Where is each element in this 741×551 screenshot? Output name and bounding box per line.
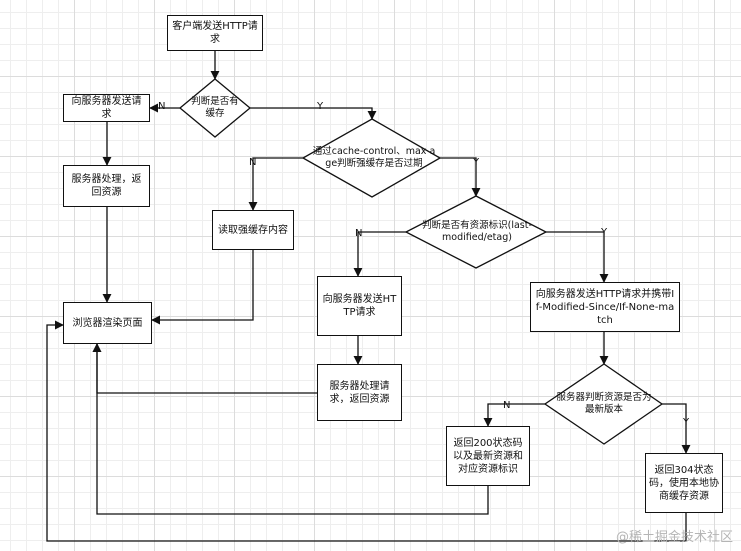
label-identifier-no: N <box>355 228 363 239</box>
edge-identifier-yes <box>546 231 609 283</box>
label-expired-yes: Y <box>473 157 480 168</box>
node-read-strong-cache: 读取强缓存内容 <box>212 210 294 250</box>
node-return-200: 返回200状态码以及最新资源和对应资源标识 <box>446 426 530 486</box>
node-server-process-return: 服务器处理，返回资源 <box>63 165 150 207</box>
edge-expired-no <box>248 157 303 211</box>
node-send-http-request: 向服务器发送HTTP请求 <box>317 276 402 336</box>
edge-identifier-no <box>353 231 406 277</box>
decision-diamond-cache <box>178 78 252 138</box>
decision-diamond-expired <box>301 118 442 198</box>
decision-text-latest: 服务器判断资源是否为最新版本 <box>556 392 652 415</box>
label-cache-yes: Y <box>317 101 324 112</box>
decision-text-cache: 判断是否有缓存 <box>191 96 239 119</box>
node-send-request-to-server: 向服务器发送请求 <box>63 94 150 122</box>
node-server-process-request: 服务器处理请求，返回资源 <box>317 364 402 421</box>
node-client-send-request: 客户端发送HTTP请求 <box>167 15 263 51</box>
edge-cache-yes <box>250 107 377 120</box>
edge-procB-to-render <box>92 343 317 394</box>
decision-text-identifier: 判断是否有资源标识(last-modified/etag) <box>422 220 532 243</box>
edge-expired-yes <box>440 157 481 197</box>
label-identifier-yes: Y <box>601 227 608 238</box>
label-expired-no: N <box>249 157 257 168</box>
decision-text-expired: 通过cache-control、max age判断强缓存是否过期 <box>312 146 436 169</box>
node-browser-render: 浏览器渲染页面 <box>63 302 152 344</box>
label-latest-yes: Y <box>683 417 690 428</box>
decision-diamond-identifier <box>404 195 548 269</box>
edge-latest-no <box>483 403 545 427</box>
label-latest-no: N <box>503 400 511 411</box>
decision-diamond-latest <box>543 363 664 445</box>
edge-latest-yes <box>662 403 691 454</box>
node-send-request-with-headers: 向服务器发送HTTP请求并携带If-Modified-Since/If-None… <box>530 282 680 332</box>
edge-304-to-render <box>46 320 687 542</box>
edge-read-to-render <box>151 250 254 325</box>
label-cache-no: N <box>158 101 166 112</box>
edge-200-to-render <box>92 343 489 515</box>
node-return-304: 返回304状态码，使用本地协商缓存资源 <box>645 453 723 513</box>
watermark: @稀土掘金技术社区 <box>615 530 733 545</box>
